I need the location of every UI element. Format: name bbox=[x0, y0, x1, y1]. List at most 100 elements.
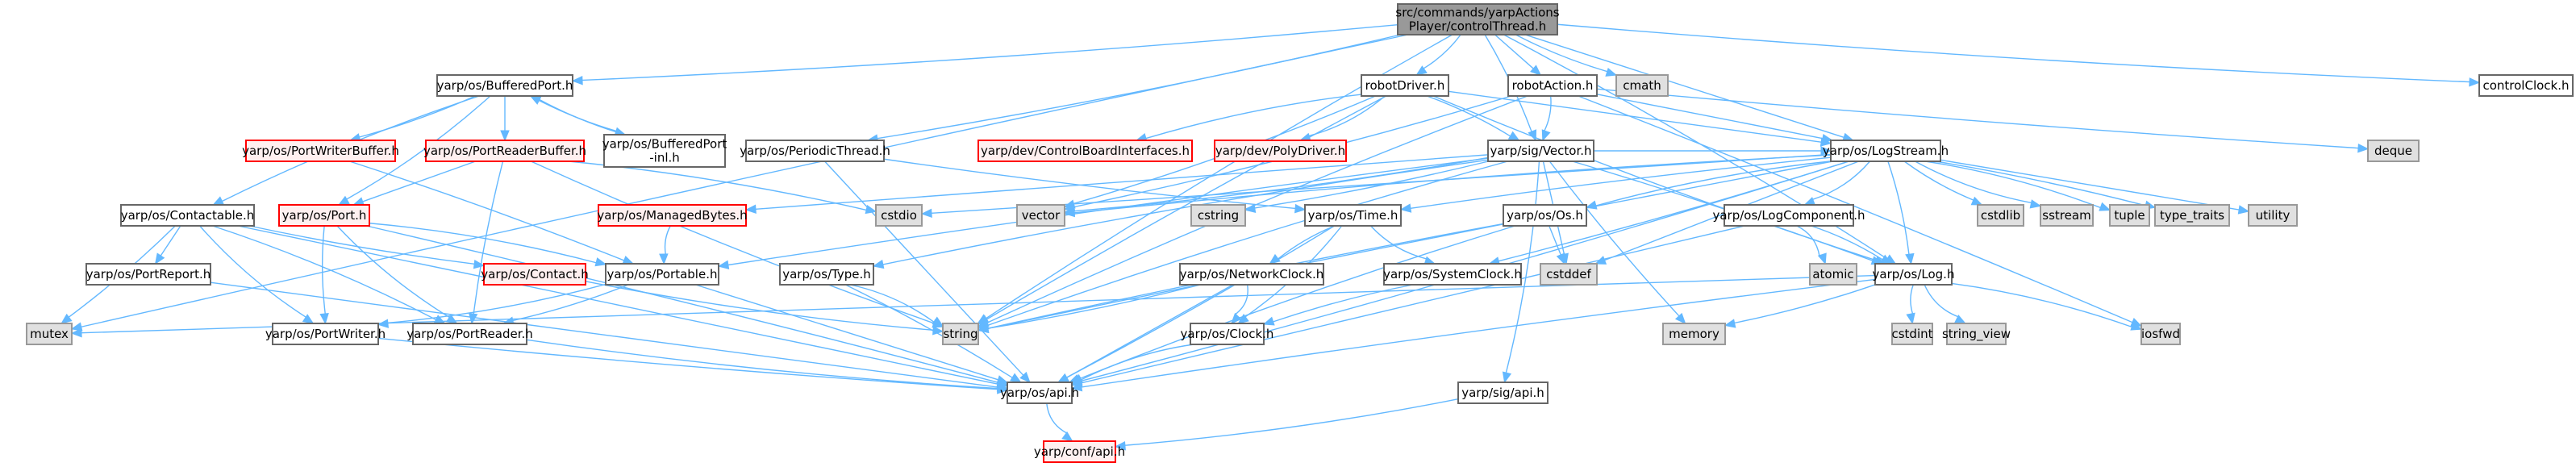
edge-time-to-systemclock bbox=[1369, 225, 1436, 265]
edge-line bbox=[473, 161, 504, 315]
node-cstdlib: cstdlib bbox=[1977, 204, 2024, 227]
edge-portreader-to-os_api bbox=[526, 339, 1009, 394]
node-managedbytes[interactable]: yarp/os/ManagedBytes.h bbox=[597, 204, 748, 227]
node-label: cstdio bbox=[881, 208, 917, 223]
node-robotdriver[interactable]: robotDriver.h bbox=[1361, 74, 1449, 97]
node-systemclock[interactable]: yarp/os/SystemClock.h bbox=[1383, 263, 1522, 286]
edge-os_api-to-conf_api bbox=[1046, 402, 1073, 442]
arrowhead-icon bbox=[996, 375, 1009, 385]
edge-root-to-mutex bbox=[70, 34, 1408, 331]
edge-logstream-to-vector bbox=[1063, 154, 1832, 218]
edge-periodicthread-to-os_api bbox=[824, 161, 1031, 383]
arrowhead-icon bbox=[1057, 373, 1069, 383]
node-portreaderbuffer[interactable]: yarp/os/PortReaderBuffer.h bbox=[423, 140, 586, 162]
node-controlboardinterfaces[interactable]: yarp/dev/ControlBoardInterfaces.h bbox=[977, 140, 1193, 162]
edge-contactable-to-portwriter bbox=[199, 225, 315, 324]
edge-root-to-controlclock bbox=[1557, 23, 2481, 87]
node-box bbox=[2140, 323, 2181, 345]
edge-line bbox=[850, 284, 935, 323]
node-label: yarp/os/Port.h bbox=[282, 208, 367, 223]
arrowhead-icon bbox=[1821, 133, 1833, 144]
node-contact[interactable]: yarp/os/Contact.h bbox=[481, 263, 589, 286]
node-periodicthread[interactable]: yarp/os/PeriodicThread.h bbox=[740, 140, 890, 162]
node-label: atomic bbox=[1812, 267, 1853, 281]
node-portreader[interactable]: yarp/os/PortReader.h bbox=[406, 323, 533, 345]
edge-line bbox=[366, 225, 998, 383]
node-vector_h[interactable]: yarp/sig/Vector.h bbox=[1487, 140, 1594, 162]
edge-line bbox=[824, 161, 1024, 376]
edge-robotaction-to-deque bbox=[1596, 88, 2370, 153]
node-portable[interactable]: yarp/os/Portable.h bbox=[605, 263, 719, 286]
node-label: yarp/dev/PolyDriver.h bbox=[1215, 144, 1345, 158]
node-logcomponent[interactable]: yarp/os/LogComponent.h bbox=[1712, 204, 1865, 227]
node-bufferedport[interactable]: yarp/os/BufferedPort.h bbox=[436, 74, 573, 97]
arrowhead-icon bbox=[468, 312, 478, 325]
node-os_api[interactable]: yarp/os/api.h bbox=[1000, 382, 1079, 404]
node-os[interactable]: yarp/os/Os.h bbox=[1503, 204, 1587, 227]
edge-line bbox=[1951, 282, 2132, 328]
arrowhead-icon bbox=[473, 260, 486, 269]
node-time[interactable]: yarp/os/Time.h bbox=[1304, 204, 1402, 227]
node-log[interactable]: yarp/os/Log.h bbox=[1873, 263, 1955, 286]
edge-line bbox=[210, 281, 998, 388]
arrowhead-icon bbox=[872, 259, 885, 269]
node-polydriver[interactable]: yarp/dev/PolyDriver.h bbox=[1214, 140, 1347, 162]
edge-log-to-cstdint bbox=[1906, 284, 1915, 325]
edge-vector_h-to-logstream bbox=[1594, 146, 1832, 156]
node-label: type_traits bbox=[2160, 208, 2224, 223]
node-label: iosfwd bbox=[2141, 327, 2180, 341]
edge-line bbox=[569, 161, 867, 211]
node-box bbox=[1503, 204, 1587, 227]
arrowhead-icon bbox=[70, 327, 82, 338]
arrowhead-icon bbox=[2357, 144, 2370, 153]
arrowhead-icon bbox=[1294, 203, 1307, 214]
node-portreport[interactable]: yarp/os/PortReport.h bbox=[85, 263, 211, 286]
edge-line bbox=[987, 161, 1833, 330]
edge-line bbox=[1910, 284, 1914, 315]
node-portwriter[interactable]: yarp/os/PortWriter.h bbox=[265, 323, 386, 345]
node-label: yarp/os/PortReaderBuffer.h bbox=[423, 144, 586, 158]
node-label: yarp/os/PortWriter.h bbox=[265, 327, 386, 341]
node-logstream[interactable]: yarp/os/LogStream.h bbox=[1823, 140, 1949, 162]
node-mutex: mutex bbox=[26, 323, 73, 345]
node-box bbox=[483, 263, 586, 286]
arrowhead-icon bbox=[2237, 205, 2250, 215]
edge-line bbox=[1273, 284, 1414, 323]
node-networkclock[interactable]: yarp/os/NetworkClock.h bbox=[1179, 263, 1324, 286]
node-box bbox=[2478, 74, 2574, 97]
node-robotaction[interactable]: robotAction.h bbox=[1507, 74, 1598, 97]
edge-robotaction-to-logstream bbox=[1596, 94, 1833, 144]
edge-line bbox=[1494, 34, 1534, 69]
arrowhead-icon bbox=[659, 253, 669, 265]
edge-line bbox=[1578, 95, 2133, 323]
edge-networkclock-to-clock bbox=[1230, 284, 1248, 324]
arrowhead-icon bbox=[1724, 319, 1736, 328]
edge-line bbox=[212, 225, 436, 320]
node-type_traits: type_traits bbox=[2154, 204, 2230, 227]
node-type[interactable]: yarp/os/Type.h bbox=[779, 263, 874, 286]
node-root[interactable]: src/commands/yarpActionsPlayer/controlTh… bbox=[1395, 3, 1560, 35]
node-box bbox=[1830, 140, 1941, 162]
node-clock[interactable]: yarp/os/Clock.h bbox=[1181, 323, 1274, 345]
arrowhead-icon bbox=[1541, 129, 1551, 142]
node-box bbox=[977, 140, 1193, 162]
node-contactable[interactable]: yarp/os/Contactable.h bbox=[120, 204, 255, 227]
edge-line bbox=[695, 284, 998, 381]
nodes-layer: src/commands/yarpActionsPlayer/controlTh… bbox=[26, 3, 2574, 463]
node-box bbox=[1724, 204, 1854, 227]
edge-line bbox=[986, 95, 1528, 323]
edge-line bbox=[1549, 161, 1680, 317]
edge-line bbox=[237, 225, 998, 385]
node-controlclock[interactable]: controlClock.h bbox=[2478, 74, 2574, 97]
edge-line bbox=[336, 225, 450, 319]
node-bufferedportinl[interactable]: yarp/os/BufferedPort-inl.h bbox=[602, 134, 727, 168]
node-port[interactable]: yarp/os/Port.h bbox=[278, 204, 370, 227]
node-label: yarp/sig/api.h bbox=[1461, 386, 1544, 400]
node-conf_api[interactable]: yarp/conf/api.h bbox=[1034, 440, 1125, 463]
arrowhead-icon bbox=[1063, 207, 1076, 218]
edge-line bbox=[1903, 161, 1974, 201]
arrowhead-icon bbox=[1507, 131, 1520, 141]
node-sig_api[interactable]: yarp/sig/api.h bbox=[1457, 382, 1549, 404]
edge-portreaderbuffer-to-portreader bbox=[468, 161, 504, 325]
node-portwriterbuffer[interactable]: yarp/os/PortWriterBuffer.h bbox=[242, 140, 399, 162]
